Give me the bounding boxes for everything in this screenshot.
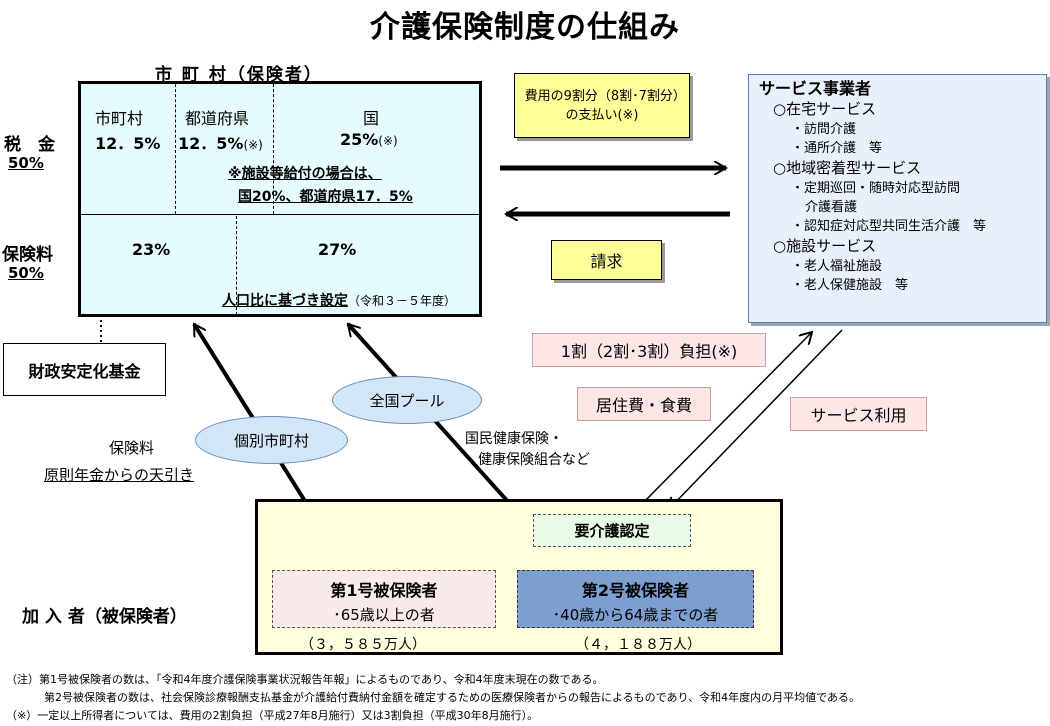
- claim-box: 請求: [551, 240, 662, 280]
- service-header: サービス事業者: [759, 79, 872, 98]
- municipality-box: [78, 81, 482, 317]
- insurers-note-line1: 国民健康保険・: [465, 431, 563, 447]
- premium-value-2: 27%: [318, 240, 357, 259]
- service-item: ・訪問介護: [791, 122, 857, 137]
- column-divider-1: [175, 84, 176, 214]
- tax-col-national-value: 25%(※): [340, 130, 398, 149]
- service-item: ・認知症対応型共同生活介護 等: [791, 219, 987, 234]
- tax-col-national-name: 国: [363, 109, 380, 128]
- pension-deduction-note: 原則年金からの天引き: [44, 466, 195, 484]
- burden-arrow: [635, 332, 812, 511]
- service-item: 介護看護: [805, 200, 858, 215]
- tax-col-municipality-name: 市町村: [95, 109, 144, 128]
- type2-insured-box: 第2号被保険者 ･40歳から64歳までの者: [517, 570, 754, 628]
- type2-count: （４，１８８万人）: [575, 637, 701, 653]
- tax-label: 税 金: [4, 135, 55, 155]
- type2-title: 第2号被保険者: [581, 581, 690, 600]
- members-label: 加 入 者（被保険者）: [22, 607, 187, 627]
- individual-municipality-ellipse: 個別市町村: [195, 416, 348, 464]
- stabilization-fund-box: 財政安定化基金: [3, 343, 166, 396]
- service-use-label: サービス利用: [790, 397, 927, 431]
- premium-side-note: 保険料: [109, 439, 155, 457]
- municipality-divider: [78, 214, 482, 215]
- service-item: ・老人福祉施設: [791, 259, 883, 274]
- tax-col-prefecture-value: 12．5%(※): [178, 134, 263, 153]
- type2-desc: ･40歳から64歳までの者: [552, 606, 719, 624]
- footnote-1: （注）第1号被保険者の数は、「令和4年度介護保険事業状況報告年報」によるものであ…: [6, 673, 604, 686]
- national-pool-ellipse: 全国プール: [332, 376, 482, 424]
- tax-col-prefecture-name: 都道府県: [185, 109, 250, 128]
- service-item: ・老人保健施設 等: [791, 278, 909, 293]
- premium-share: 50%: [8, 264, 44, 282]
- burden-label: 1割（2割･3割）負担(※): [532, 333, 766, 367]
- service-item: ・定期巡回・随時対応型訪問: [791, 181, 961, 196]
- tax-share: 50%: [8, 154, 44, 172]
- premium-value-1: 23%: [132, 240, 171, 259]
- insurers-note-line2: 健康保険組合など: [478, 452, 590, 468]
- service-category-community: ○地域密着型サービス: [773, 159, 922, 177]
- footnote-2: 第2号被保険者の数は、社会保険診療報酬支払基金が介護給付費納付金額を確定するため…: [44, 691, 861, 704]
- page-title: 介護保険制度の仕組み: [370, 10, 680, 45]
- living-cost-label: 居住費・食費: [577, 387, 711, 421]
- service-item: ・通所介護 等: [791, 141, 883, 156]
- service-use-arrow: [668, 329, 843, 510]
- service-provider-box: サービス事業者 ○在宅サービス ・訪問介護 ・通所介護 等 ○地域密着型サービス…: [748, 74, 1047, 323]
- service-category-home: ○在宅サービス: [773, 100, 877, 118]
- premium-note: 人口比に基づき設定（令和３－５年度）: [222, 293, 457, 309]
- municipality-header: 市 町 村（保険者）: [155, 65, 323, 85]
- tax-facility-note-line2: 国20%、都道府県17．5%: [238, 189, 413, 205]
- footnote-3: （※）一定以上所得者については、費用の2割負担（平成27年8月施行）又は3割負担…: [6, 709, 539, 722]
- type1-title: 第1号被保険者: [330, 581, 438, 600]
- premium-label: 保険料: [2, 245, 53, 265]
- column-divider-3: [236, 216, 237, 315]
- tax-col-municipality-value: 12．5%: [95, 134, 161, 153]
- column-divider-2: [273, 84, 274, 214]
- service-category-facility: ○施設サービス: [773, 237, 877, 255]
- payment-box: 費用の9割分（8割･7割分）の支払い(※): [514, 73, 690, 138]
- care-certification-box: 要介護認定: [533, 514, 691, 547]
- tax-facility-note-line1: ※施設等給付の場合は、: [228, 166, 382, 182]
- type1-desc: ･65歳以上の者: [333, 606, 435, 624]
- type1-count: （３，５８５万人）: [300, 637, 426, 653]
- type1-insured-box: 第1号被保険者 ･65歳以上の者: [272, 570, 496, 628]
